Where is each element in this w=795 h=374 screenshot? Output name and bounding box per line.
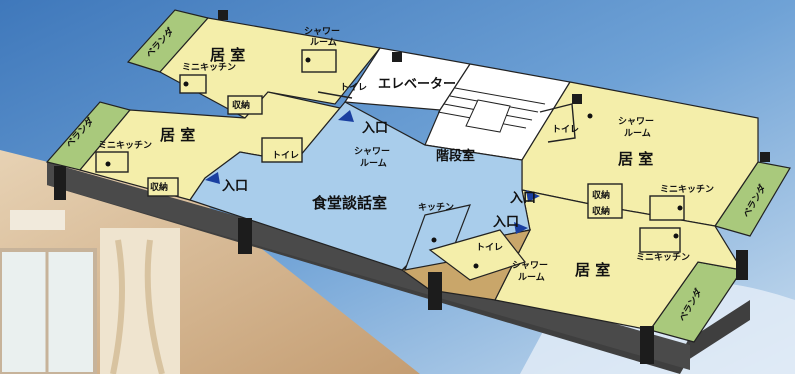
entrance-label: 入口 (510, 191, 536, 206)
shower-label: シャワー (354, 146, 390, 157)
kitchen-label: キッチン (418, 202, 454, 213)
storage-label: 収納 (232, 99, 250, 111)
mini-kitchen-label: ミニキッチン (636, 252, 690, 263)
slab-front-face (47, 162, 690, 370)
stairs-label: 階段室 (436, 148, 475, 164)
entrance-label: 入口 (222, 179, 248, 194)
room-label: 居 室 (618, 150, 653, 168)
room-label: 居 室 (575, 261, 610, 279)
entrance-arrows (205, 110, 540, 234)
mini-kitchen-label: ミニキッチン (98, 140, 152, 151)
interior-walls (95, 49, 685, 253)
room-label: 居 室 (210, 46, 245, 64)
storage-label: 収納 (592, 205, 610, 217)
room-label: 居 室 (160, 126, 195, 144)
toilet-label: トイレ (272, 150, 299, 161)
shower-label: ルーム (518, 272, 545, 283)
mini-kitchen-label: ミニキッチン (660, 184, 714, 195)
shower-label: ルーム (360, 158, 387, 169)
toilet-label: トイレ (340, 82, 367, 93)
storage-label: 収納 (150, 181, 168, 193)
shower-label: シャワー (512, 260, 548, 271)
entrance-label: 入口 (362, 121, 388, 136)
toilet-shower-bottom (428, 229, 526, 281)
fixture-dots (105, 57, 683, 269)
mini-kitchen-label: ミニキッチン (182, 62, 236, 73)
dining-label: 食堂談話室 (312, 194, 387, 212)
entrance-label: 入口 (493, 215, 519, 230)
stair-steps (437, 87, 546, 133)
window-photo (0, 228, 180, 374)
toilet-label: トイレ (476, 242, 503, 253)
shower-label: シャワー (618, 116, 654, 127)
shower-label: シャワー (304, 26, 340, 37)
shower-label: ルーム (310, 37, 337, 48)
pillars (54, 10, 770, 364)
shower-label: ルーム (624, 128, 651, 139)
storage-label: 収納 (592, 189, 610, 201)
toilet-label: トイレ (552, 124, 579, 135)
elevator-label: エレベーター (378, 77, 456, 92)
